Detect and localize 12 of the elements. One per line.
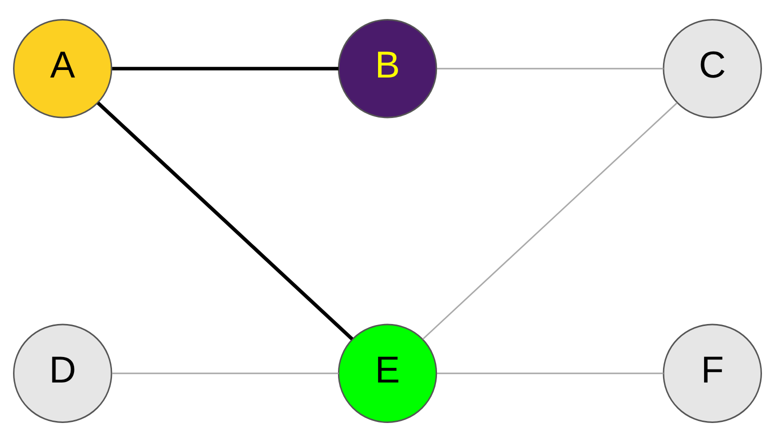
connector xyxy=(437,372,664,374)
connector xyxy=(112,372,339,374)
node-circle: F xyxy=(662,323,762,422)
connector xyxy=(422,102,678,340)
node-circle: C xyxy=(662,18,762,118)
connector xyxy=(437,67,664,69)
node-circle: B xyxy=(338,18,438,118)
node-circle: D xyxy=(13,323,112,422)
node-circle: A xyxy=(13,18,112,118)
connector xyxy=(112,66,339,70)
node-circle: E xyxy=(338,323,438,422)
connector xyxy=(96,101,354,340)
